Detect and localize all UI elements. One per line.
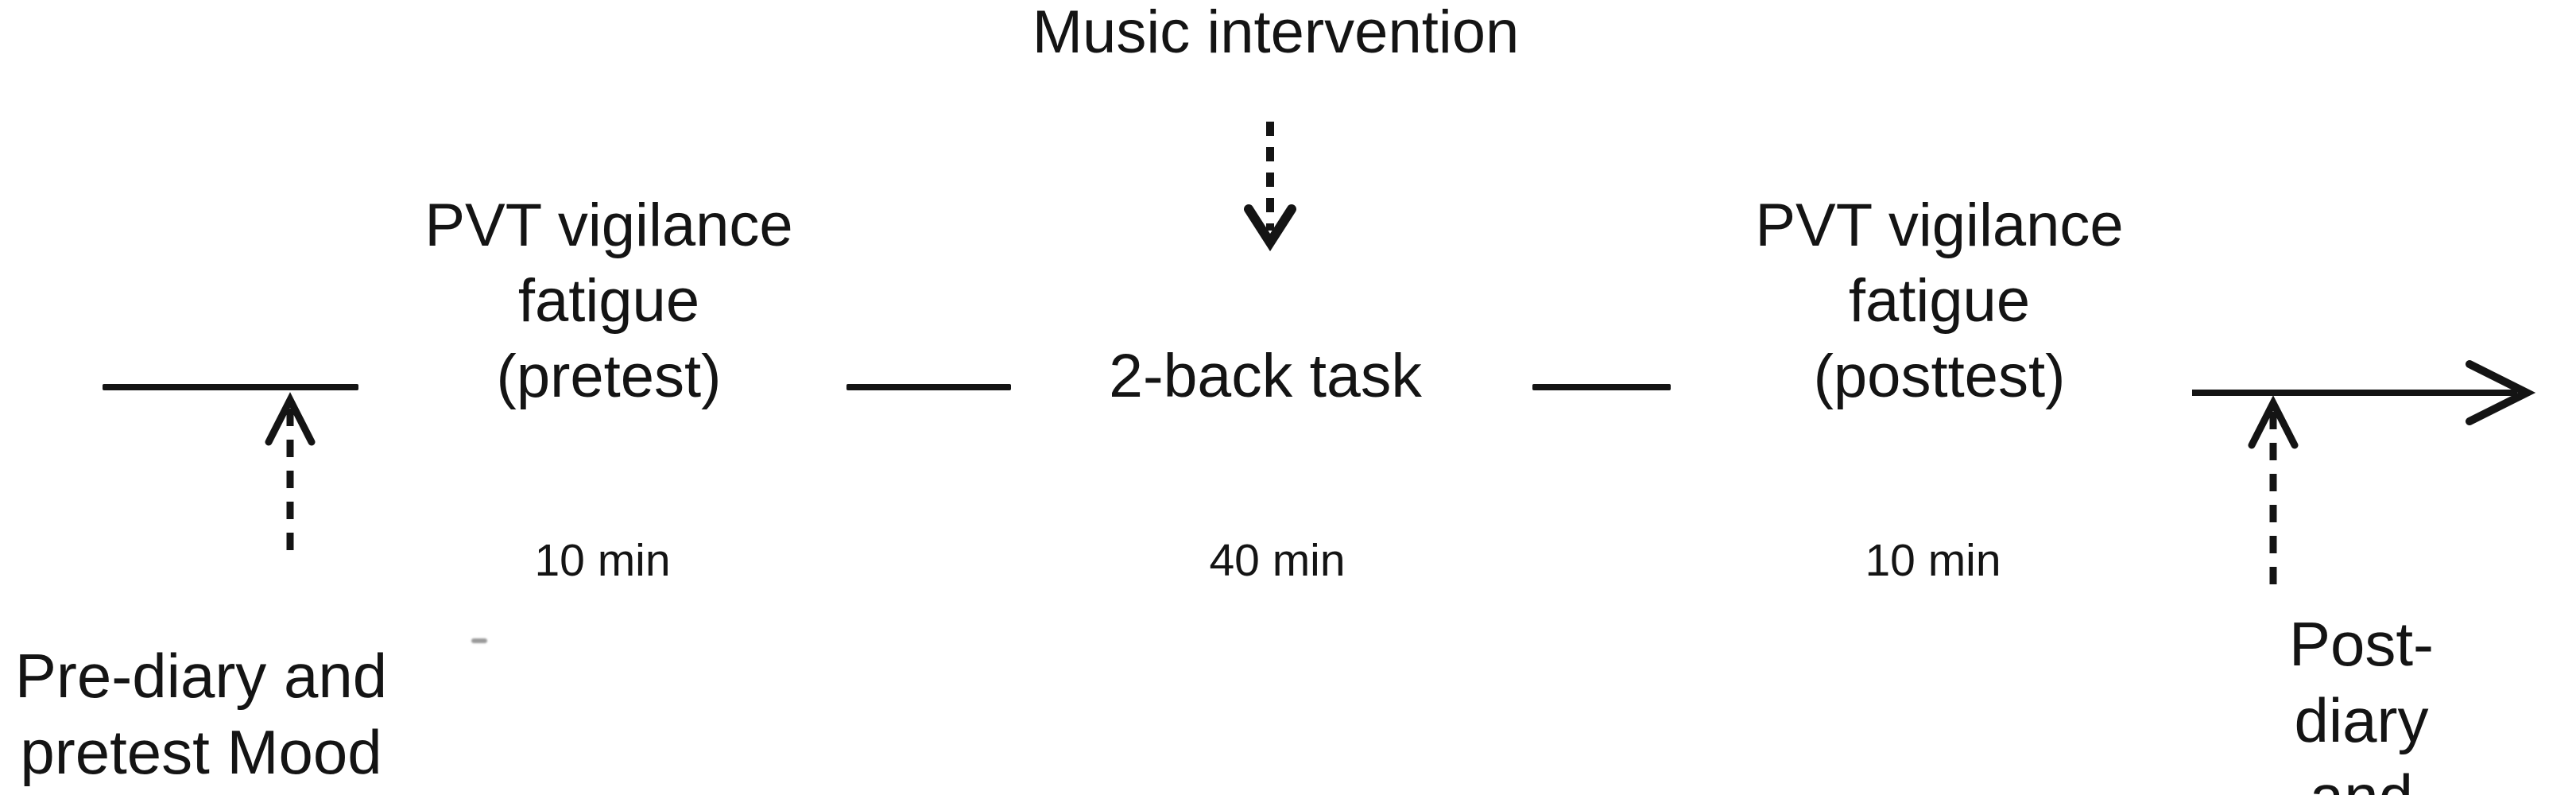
post-diary-mood-label: Post-diary and posttest Mood — [2288, 609, 2435, 795]
timeline-segment-1 — [103, 384, 358, 390]
pretest-duration-label: 10 min — [534, 535, 671, 586]
task-stage-label: 2-back task — [1109, 342, 1422, 410]
task-duration-label: 40 min — [1209, 535, 1346, 586]
posttest-stage-label: PVT vigilance fatigue (posttest) — [1755, 192, 2124, 410]
posttest-duration-label: 10 min — [1865, 535, 2001, 586]
timeline-segment-3 — [1532, 384, 1671, 390]
pre-diary-mood-label: Pre-diary and pretest Mood — [14, 641, 388, 787]
timeline-segment-2 — [846, 384, 1011, 390]
music-intervention-label: Music intervention — [1032, 0, 1520, 66]
dashed-up-arrow-left-icon — [265, 392, 316, 556]
right-arrow-icon — [2192, 360, 2536, 425]
stray-mark — [471, 638, 487, 643]
dashed-down-arrow-icon — [1244, 122, 1296, 252]
pretest-stage-label: PVT vigilance fatigue (pretest) — [424, 192, 793, 410]
dashed-up-arrow-right-icon — [2248, 395, 2299, 591]
